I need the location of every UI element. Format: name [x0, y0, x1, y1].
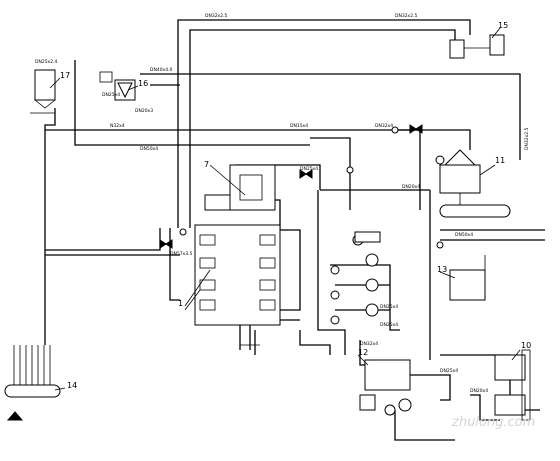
watermark: zhulong.com — [451, 415, 535, 430]
pipe-tag-pump-b: DN25x4 — [380, 322, 398, 328]
pipe-tag-mid-horiz: DN15x4 — [290, 123, 308, 129]
pipe-tag-nitrogen: N32x4 — [110, 123, 125, 129]
pipe-tag-eq16-top: DN40x4.0 — [150, 67, 173, 73]
callout-15: 15 — [498, 21, 508, 30]
pipe-tag-top-main: DN32x2.5 — [205, 13, 228, 19]
pipe-tag-mid-right: DN32x4 — [375, 123, 393, 129]
callout-17: 17 — [60, 71, 70, 80]
callout-7: 7 — [204, 160, 209, 169]
pipe-tag-bottom-b: DN20x4 — [470, 388, 488, 394]
cabinet-1 — [184, 224, 281, 326]
pipe-tag-eq16-out: DN20x3 — [135, 108, 153, 114]
pipe-tag-eq11-out: DN50x4 — [455, 232, 473, 238]
pump-group — [330, 231, 381, 325]
unit-7 — [204, 164, 276, 211]
pipe-tag-bottom-a: DN25x4 — [440, 368, 458, 374]
pipe-tag-dn50: DN50x4 — [140, 146, 158, 152]
callout-11: 11 — [495, 156, 505, 165]
pipe-tags: DN32x2.5 DN32x2.5 DN25x2.4 DN40x4.0 DN25… — [35, 13, 530, 394]
pipe-tag-eq16-mid: DN25x4 — [102, 92, 120, 98]
tank-12 — [359, 359, 412, 416]
callout-12: 12 — [358, 348, 368, 357]
callout-1: 1 — [178, 299, 183, 308]
unit-15 — [449, 34, 505, 59]
callout-10: 10 — [521, 341, 531, 350]
callout-13: 13 — [437, 265, 447, 274]
pipe-tag-left-top: DN25x2.4 — [35, 59, 58, 65]
heat-exchanger-11 — [435, 149, 511, 218]
unit-10 — [494, 349, 531, 421]
pipe-tag-pump-a: DN25x4 — [380, 304, 398, 310]
callout-16: 16 — [138, 79, 148, 88]
pipe-tag-top-right: DN32x2.5 — [395, 13, 418, 19]
callout-14: 14 — [67, 381, 77, 390]
vessel-17 — [30, 69, 56, 114]
unit-16 — [99, 71, 136, 101]
tank-13 — [449, 255, 486, 301]
pipe-tag-dn57: DN57x3.5 — [170, 251, 193, 257]
pipe-tag-dn25: DN25x4 — [300, 166, 318, 172]
manifold-14 — [4, 345, 61, 421]
pipe-tag-dn20: DN20x4 — [402, 184, 420, 190]
pipe-tag-right-vert: DN32x2.5 — [524, 127, 530, 150]
pipe-tag-dn32: DN32x4 — [360, 341, 378, 347]
valve-symbols — [159, 124, 444, 249]
leader-lines — [49, 27, 521, 391]
